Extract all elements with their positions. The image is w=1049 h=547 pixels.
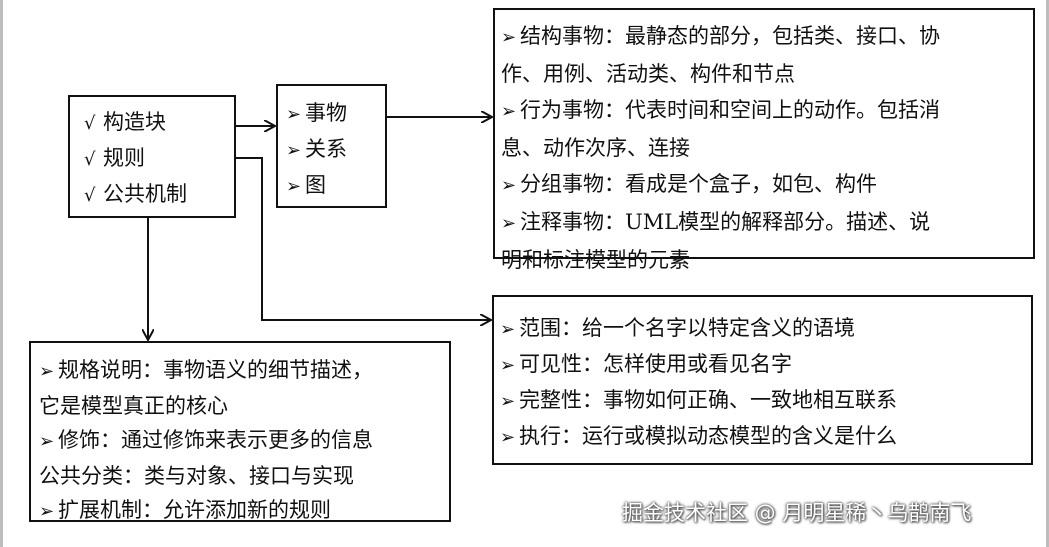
mechanism-continuation: 它是模型真正的核心 [39, 394, 228, 418]
thing-type-continuation: 明和标注模型的元素 [501, 248, 690, 272]
arrow-bullet-icon: ➢ [286, 176, 302, 197]
arrow-core-to-names [236, 157, 490, 320]
frame-right-border [1046, 0, 1049, 547]
names-item: ➢范围：给一个名字以特定含义的语境 [500, 311, 1031, 347]
thing-type-item: ➢行为事物：代表时间和空间上的动作。包括消 [501, 92, 1033, 130]
names-item: ➢执行：运行或模拟动态模型的含义是什么 [500, 419, 1031, 455]
box-thing-types: ➢结构事物：最静态的部分，包括类、接口、协 作、用例、活动类、构件和节点 ➢行为… [493, 8, 1035, 272]
arrow-bullet-icon: ➢ [39, 501, 55, 522]
box-things-relations-diagrams: ➢事物 ➢关系 ➢图 [276, 84, 387, 208]
thing-type-item: ➢分组事物：看成是个盒子，如包、构件 [501, 166, 1033, 204]
box-names-rules: ➢范围：给一个名字以特定含义的语境 ➢可见性：怎样使用或看见名字 ➢完整性：事物… [492, 295, 1033, 465]
check-icon: √ [84, 113, 96, 134]
arrow-bullet-icon: ➢ [500, 355, 516, 376]
check-icon: √ [84, 185, 96, 206]
core-item: √公共机制 [84, 177, 234, 213]
arrow-bullet-icon: ➢ [501, 175, 517, 196]
mechanism-item: ➢修饰：通过修饰来表示更多的信息 [39, 423, 449, 459]
arrow-bullet-icon: ➢ [286, 104, 302, 125]
names-item: ➢可见性：怎样使用或看见名字 [500, 347, 1031, 383]
thing-type-continuation: 息、动作次序、连接 [501, 136, 690, 160]
arrow-bullet-icon: ➢ [286, 140, 302, 161]
arrow-bullet-icon: ➢ [39, 361, 55, 382]
box-common-mechanisms: ➢规格说明：事物语义的细节描述， 它是模型真正的核心 ➢修饰：通过修饰来表示更多… [29, 341, 451, 522]
thing-type-continuation: 作、用例、活动类、构件和节点 [501, 62, 795, 86]
watermark: 掘金技术社区 @ 月明星稀丶乌鹊南飞 [622, 501, 972, 525]
arrow-bullet-icon: ➢ [500, 319, 516, 340]
mechanism-item: ➢扩展机制：允许添加新的规则 [39, 493, 449, 529]
arrow-bullet-icon: ➢ [501, 27, 517, 48]
thing-type-item: ➢注释事物：UML模型的解释部分。描述、说 [501, 204, 1033, 242]
box-building-blocks: √构造块 √规则 √公共机制 [68, 95, 236, 218]
core-item: √构造块 [84, 105, 234, 141]
things-item: ➢事物 [286, 96, 385, 132]
arrow-bullet-icon: ➢ [501, 101, 517, 122]
things-item: ➢图 [286, 168, 385, 204]
core-item: √规则 [84, 141, 234, 177]
things-item: ➢关系 [286, 132, 385, 168]
names-item: ➢完整性：事物如何正确、一致地相互联系 [500, 383, 1031, 419]
arrow-bullet-icon: ➢ [501, 213, 517, 234]
frame-left-border [0, 0, 3, 547]
mechanism-continuation: 公共分类：类与对象、接口与实现 [39, 464, 354, 488]
arrow-bullet-icon: ➢ [500, 391, 516, 412]
mechanism-item: ➢规格说明：事物语义的细节描述， [39, 353, 449, 389]
arrow-bullet-icon: ➢ [500, 427, 516, 448]
arrow-bullet-icon: ➢ [39, 431, 55, 452]
check-icon: √ [84, 149, 96, 170]
thing-type-item: ➢结构事物：最静态的部分，包括类、接口、协 [501, 18, 1033, 56]
